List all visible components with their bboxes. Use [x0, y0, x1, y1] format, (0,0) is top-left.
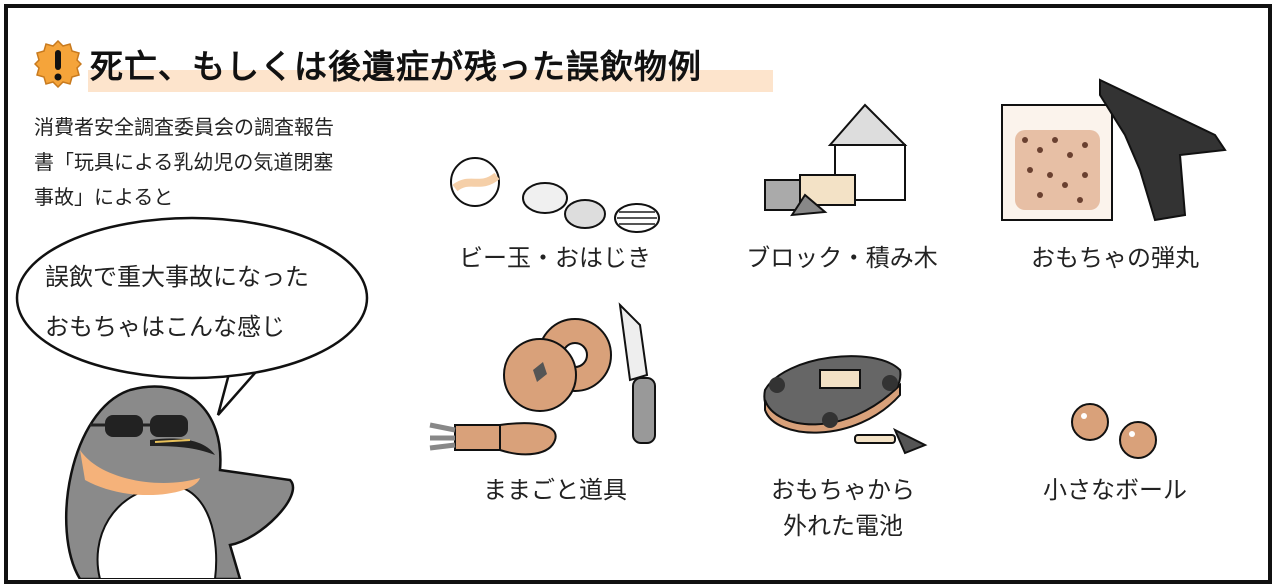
intro-line: 消費者安全調査委員会の調査報告: [34, 115, 334, 139]
speech-bubble: [15, 216, 369, 416]
speech-line: おもちゃはこんな感じ: [45, 313, 285, 341]
intro-line: 事故」によると: [34, 185, 174, 209]
item-label-bullets: おもちゃの弾丸: [1031, 244, 1199, 272]
marbles-illustration: [450, 157, 660, 233]
title-highlight: [88, 70, 773, 92]
blocks-illustration: [764, 103, 908, 217]
label-line: おもちゃから: [771, 476, 915, 504]
item-label-marbles: ビー玉・おはじき: [459, 244, 651, 272]
intro-line: 書「玩具による乳幼児の気道閉塞: [34, 150, 334, 174]
label-line: 外れた電池: [783, 512, 903, 540]
item-label-battery: おもちゃから 外れた電池: [713, 472, 973, 544]
bullets-illustration: [1001, 78, 1227, 222]
small-balls-illustration: [1071, 403, 1157, 459]
intro-text: 消費者安全調査委員会の調査報告 書「玩具による乳幼児の気道閉塞 事故」によると: [34, 110, 414, 215]
toy-food-illustration: [429, 302, 656, 456]
page-title: 死亡、もしくは後遺症が残った誤飲物例: [90, 47, 702, 86]
penguin-character: [64, 385, 294, 579]
speech-line: 誤飲で重大事故になった: [45, 263, 309, 291]
toy-car-battery-illustration: [763, 355, 928, 455]
item-label-small-balls: 小さなボール: [1043, 476, 1187, 504]
exclamation-icon: [34, 40, 82, 88]
item-label-toy-food: ままごと道具: [483, 476, 627, 504]
speech-text: 誤飲で重大事故になった おもちゃはこんな感じ: [45, 252, 309, 352]
item-label-blocks: ブロック・積み木: [746, 244, 938, 272]
